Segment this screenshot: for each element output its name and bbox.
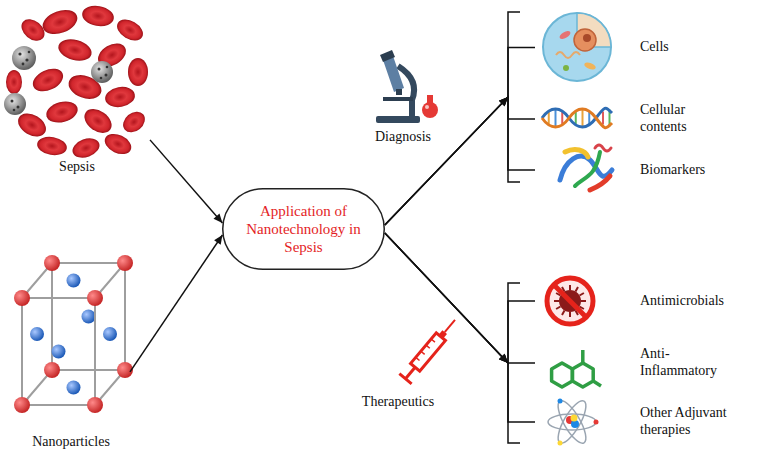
atom-icon xyxy=(548,397,599,447)
arrow-connector xyxy=(385,97,535,225)
connector-line xyxy=(385,97,535,225)
arrowhead xyxy=(499,354,508,363)
anti-inflammatory-icon xyxy=(552,350,601,387)
blood-cells-illustration xyxy=(4,3,149,161)
category-item: Anti-Inflammatory xyxy=(535,337,755,389)
connector-line xyxy=(385,97,535,225)
arrow-connector xyxy=(385,97,535,225)
antimicrobial-icon xyxy=(547,278,593,324)
node-label: Cells xyxy=(640,39,669,56)
node-label: Other Adjuvant therapies xyxy=(640,405,740,439)
arrow-connector xyxy=(385,233,535,363)
illustration-caption: Sepsis xyxy=(4,4,150,176)
arrow-connector xyxy=(150,140,222,223)
node-label: Antimicrobials xyxy=(640,293,724,310)
connector-line xyxy=(130,235,222,372)
arrowhead xyxy=(214,214,223,223)
microscope-icon xyxy=(376,50,438,123)
node-label: Anti-Inflammatory xyxy=(640,346,730,380)
illustration-caption: Nanoparticles xyxy=(12,258,130,451)
cell-icon xyxy=(543,13,611,81)
connector-line xyxy=(385,233,535,363)
arrow-connector xyxy=(385,233,535,363)
category-item: Other Adjuvant therapies xyxy=(535,396,755,448)
category-label: Therapeutics xyxy=(362,394,434,411)
category-item: Antimicrobials xyxy=(535,276,755,326)
concept-text: Application of Nanotechnology in Sepsis xyxy=(241,202,366,256)
node-label: Sepsis xyxy=(59,159,95,176)
node-label: Biomarkers xyxy=(640,162,705,179)
category-label: Diagnosis xyxy=(375,129,431,146)
dna-icon xyxy=(542,108,612,127)
node-label: Cellular contents xyxy=(640,102,710,136)
category-item: Cellular contents xyxy=(535,98,755,140)
connector-line xyxy=(150,140,222,223)
protein-icon xyxy=(560,145,612,190)
rounded-outline xyxy=(223,189,385,270)
category-item: Biomarkers xyxy=(535,145,755,195)
node-label: Nanoparticles xyxy=(32,434,110,451)
category-item: Cells xyxy=(535,5,755,90)
arrowhead xyxy=(499,97,508,106)
arrowhead xyxy=(214,235,222,245)
central-concept: Application of Nanotechnology in Sepsis xyxy=(222,188,385,270)
nanoparticle-lattice xyxy=(14,255,133,413)
arrow-connector xyxy=(130,235,222,372)
connector-line xyxy=(385,233,535,363)
bracket xyxy=(508,12,520,443)
syringe-icon xyxy=(399,315,461,384)
